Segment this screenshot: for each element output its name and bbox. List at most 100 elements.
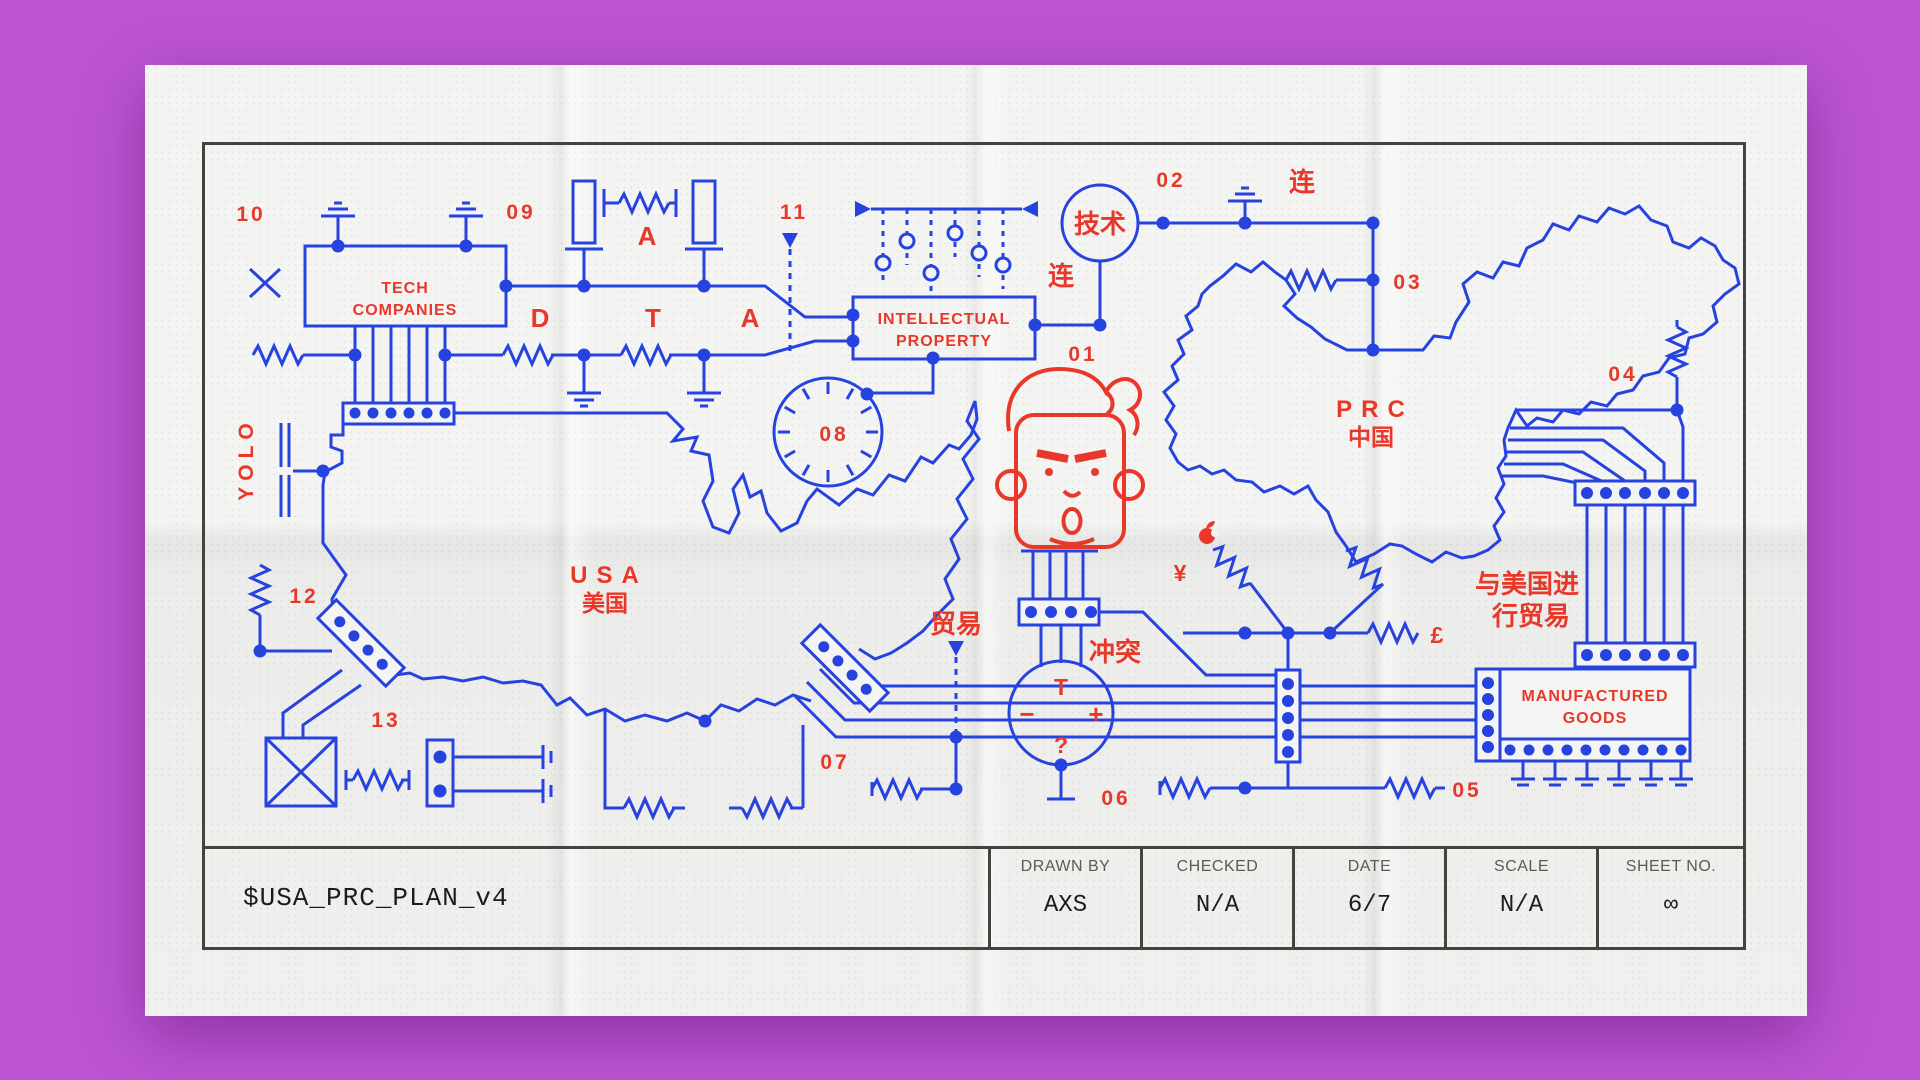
right-arrow-icon <box>855 201 871 217</box>
transformer-plus: + <box>1088 699 1103 729</box>
transformer-question: ? <box>1054 732 1068 758</box>
date-label: DATE <box>1347 858 1392 875</box>
drawn-by-label: DRAWN BY <box>1020 858 1111 875</box>
hair-curl <box>1104 390 1115 416</box>
label-07: 07 <box>820 751 849 774</box>
trump-caricature <box>995 366 1145 549</box>
label-03: 03 <box>1393 271 1422 294</box>
label-08: 08 <box>819 423 848 446</box>
dial-gauge-08 <box>772 376 884 488</box>
plug-contacts-icon <box>541 745 553 803</box>
mouth-open <box>1061 507 1083 535</box>
scale-label: SCALE <box>1494 858 1549 875</box>
label-11: 11 <box>780 201 808 224</box>
currency-resistors <box>1183 541 1420 644</box>
nose <box>1062 489 1082 498</box>
transformer-t: T <box>1054 674 1068 700</box>
branch-12 <box>249 563 332 653</box>
chin-line <box>1049 537 1095 546</box>
mixer-box-13 <box>264 668 553 808</box>
junction-dots <box>253 216 1684 798</box>
label-09: 09 <box>506 201 535 224</box>
manufactured-goods-label-2: GOODS <box>1563 710 1628 727</box>
letter-a-top: A <box>638 221 657 251</box>
sheet-no-value: ∞ <box>1663 892 1679 919</box>
trade-probe <box>870 657 958 800</box>
title-cell-scale: SCALE N/A <box>1444 849 1596 947</box>
letter-a-mid: A <box>741 303 760 333</box>
usa-map-outline <box>321 400 981 723</box>
yen-symbol: ¥ <box>1174 560 1187 586</box>
trade-with-usa-label-2: 行贸易 <box>1491 601 1570 631</box>
drawing-border: TECH COMPANIES INTELLECTUAL PROPERTY MAN… <box>202 142 1746 950</box>
gulf-resistors <box>603 709 805 819</box>
drawn-by-value: AXS <box>1043 892 1088 919</box>
apple-icon <box>1199 521 1219 544</box>
vertical-fold-creases <box>145 65 1807 1016</box>
arrow-markers <box>782 201 1038 656</box>
hair-swoosh <box>1006 366 1142 437</box>
title-block: $USA_PRC_PLAN_v4 DRAWN BY AXS CHECKED N/… <box>205 846 1743 947</box>
manufactured-goods-label-1: MANUFACTURED <box>1521 688 1668 705</box>
label-10: 10 <box>236 203 265 226</box>
title-cell-checked: CHECKED N/A <box>1140 849 1292 947</box>
prc-cn-label: 中国 <box>1348 424 1394 450</box>
eyebrows <box>1036 449 1107 463</box>
schematic-drawing: TECH COMPANIES INTELLECTUAL PROPERTY MAN… <box>235 167 1741 819</box>
manufactured-goods-block <box>1474 667 1692 763</box>
trump-eyes <box>1045 468 1099 476</box>
tech-companies-label-2: COMPANIES <box>353 302 458 319</box>
x-mark-icon <box>248 267 282 299</box>
trade-with-usa-label-1: 与美国进 <box>1475 569 1579 599</box>
drip-beads <box>874 224 1012 282</box>
transformer-minus: − <box>1019 699 1034 729</box>
label-02: 02 <box>1156 169 1185 192</box>
drip-line <box>871 207 1022 293</box>
intellectual-property-label-2: PROPERTY <box>896 333 992 350</box>
letter-d: D <box>531 303 550 333</box>
prc-label: PRC <box>1336 396 1414 423</box>
checked-value: N/A <box>1195 892 1240 919</box>
label-12: 12 <box>289 585 318 608</box>
mg-ground-stems <box>1509 761 1695 787</box>
title-cell-sheet-no: SHEET NO. ∞ <box>1596 849 1743 947</box>
usa-cn-label: 美国 <box>582 590 628 616</box>
title-cell-date: DATE 6/7 <box>1292 849 1444 947</box>
label-04: 04 <box>1608 363 1637 386</box>
prc-export-fan <box>1502 320 1688 643</box>
intellectual-property-label-1: INTELLECTUAL <box>878 311 1011 328</box>
tech-companies-label-1: TECH <box>381 280 429 297</box>
technology-circle-label: 技术 <box>1074 209 1126 239</box>
capacitor-icon <box>691 179 717 245</box>
china-map-outline <box>1161 204 1741 564</box>
trump-wires <box>1021 549 1276 677</box>
branch-06 <box>1158 760 1445 799</box>
trade-label: 贸易 <box>930 609 982 639</box>
usa-label: USA <box>570 562 648 589</box>
connector-strips <box>315 401 1697 764</box>
sheet-no-label: SHEET NO. <box>1625 858 1717 875</box>
ear-left <box>995 469 1027 501</box>
label-06: 06 <box>1101 787 1130 810</box>
ear-right <box>1113 469 1145 501</box>
left-arrow-icon <box>1022 201 1038 217</box>
face-outline <box>1014 413 1126 549</box>
blueprint-paper: TECH COMPANIES INTELLECTUAL PROPERTY MAN… <box>145 65 1807 1016</box>
yolo-label: YOLO <box>235 417 258 501</box>
date-value: 6/7 <box>1347 892 1392 919</box>
plan-name: $USA_PRC_PLAN_v4 <box>243 883 509 913</box>
pound-symbol: £ <box>1431 622 1444 648</box>
scale-value: N/A <box>1499 892 1544 919</box>
title-cell-drawn-by: DRAWN BY AXS <box>988 849 1140 947</box>
connect-label-a: 连 <box>1048 261 1075 291</box>
label-13: 13 <box>371 709 400 732</box>
down-arrow-icon <box>782 233 798 248</box>
yolo-battery <box>279 423 323 517</box>
label-01: 01 <box>1068 343 1097 366</box>
letter-t: T <box>645 303 661 333</box>
label-05: 05 <box>1452 779 1481 802</box>
connect-label-b: 连 <box>1289 167 1316 197</box>
conflict-label: 冲突 <box>1089 637 1141 667</box>
down-arrow-icon <box>948 641 964 656</box>
